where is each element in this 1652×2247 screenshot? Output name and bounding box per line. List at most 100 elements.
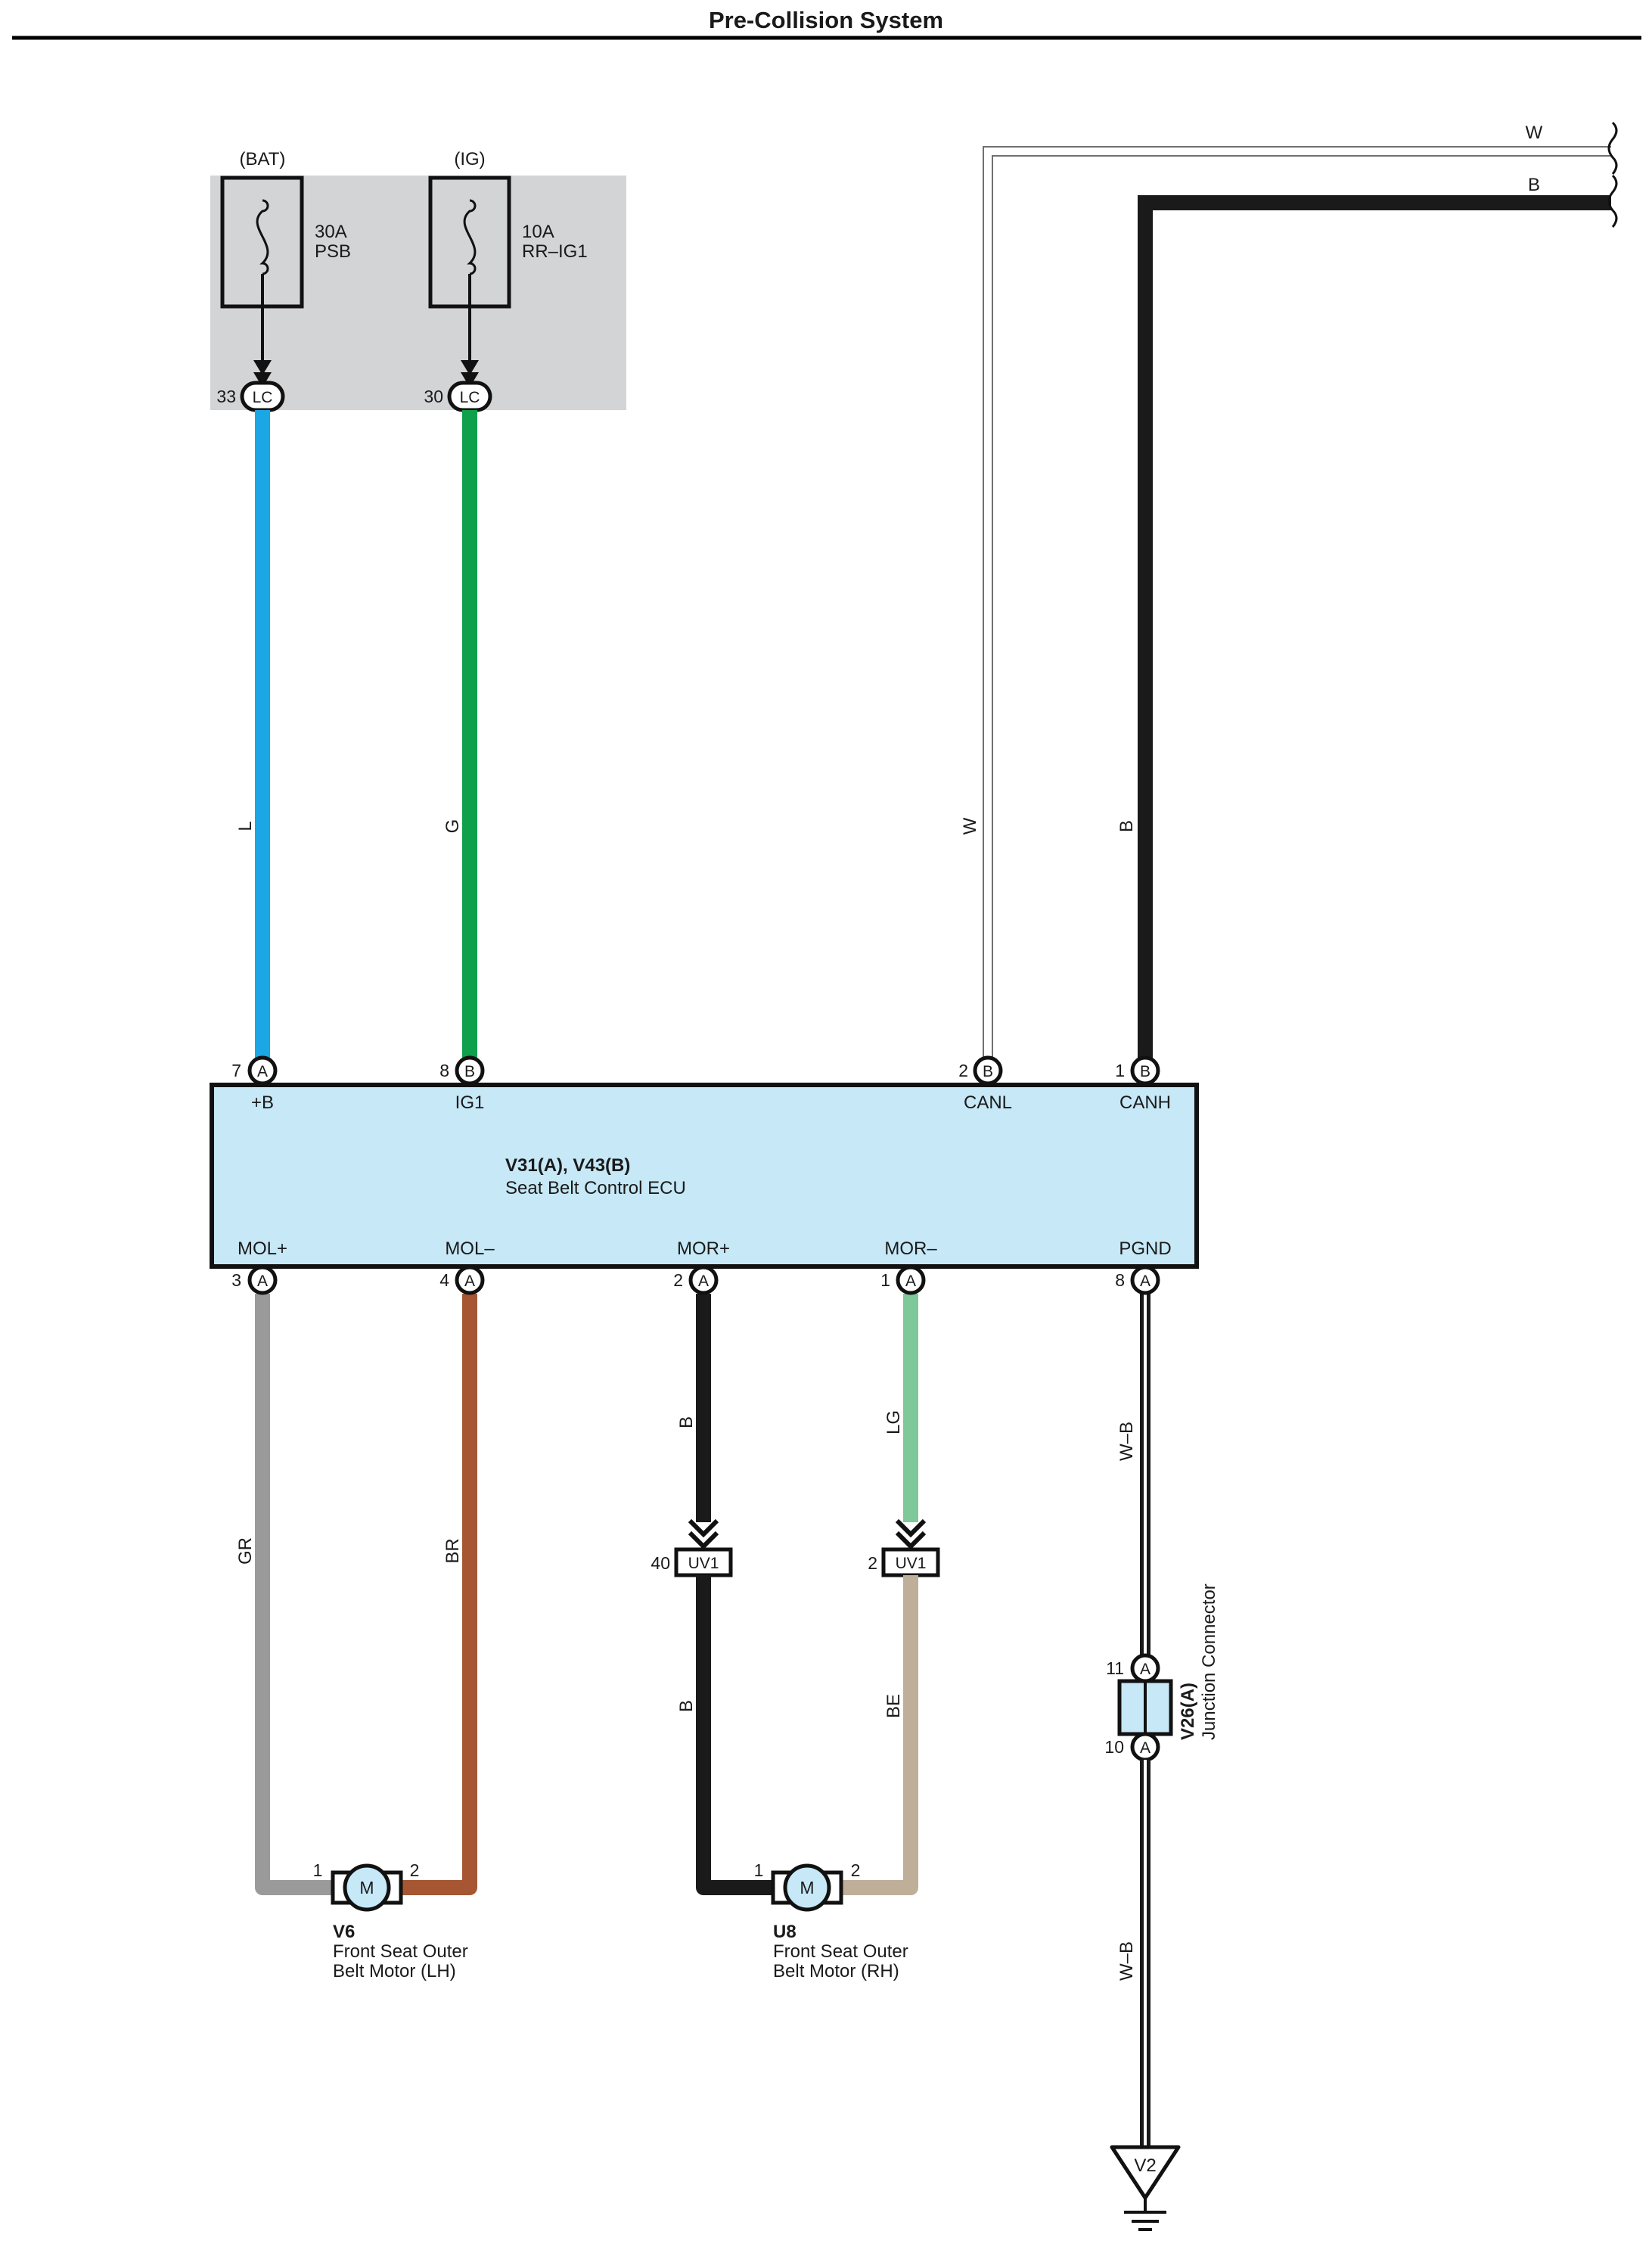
fuse-psb: (BAT) 30A PSB LC 33 [216,149,351,412]
motor-u8-pin-a: 1 [754,1860,764,1880]
terminal-label: +B [251,1092,274,1113]
connector-uv1-2-label: UV1 [896,1555,927,1572]
ecu-terminal-canl: B 2 CANL [958,1055,1012,1113]
wire-wb-upper-label: W–B [1116,1422,1137,1461]
wire-break-lower [1607,174,1618,228]
junction-pin-10-num: 10 [1104,1737,1124,1757]
motor-v6: M 1 2 V6 Front Seat Outer Belt Motor (LH… [313,1860,468,1981]
ecu-id: V31(A), V43(B) [505,1155,630,1176]
fuse-rr-ig1-supply: (IG) [454,149,485,169]
terminal-label: CANH [1119,1092,1171,1113]
wire-canl-w [983,146,1611,1059]
motor-u8-icon [783,1863,831,1912]
wire-be-label: BE [883,1694,904,1718]
motor-v6-icon [343,1863,391,1912]
wire-canh-label: B [1116,820,1137,832]
motor-v6-id: V6 [333,1922,355,1942]
terminal-pin: 1 [1115,1061,1125,1080]
connector-uv1-40: UV1 40 [651,1518,733,1577]
wire-canl-w-core [984,148,1611,1059]
terminal-label: CANL [964,1092,1012,1113]
terminal-conn: B [983,1063,993,1080]
page-title: Pre-Collision System [709,7,943,33]
junction-pin-11-conn: A [1140,1661,1150,1678]
wire-canh-b [1138,195,1611,1059]
fuse-rr-ig1-arrow [461,360,479,387]
terminal-pin: 8 [439,1061,449,1080]
terminal-circle [973,1055,1003,1086]
motor-u8-id: U8 [773,1922,796,1942]
terminal-pin: 4 [439,1270,449,1290]
fuse-psb-supply: (BAT) [240,149,286,169]
connector-uv1-2-pin: 2 [868,1553,877,1573]
ecu-terminal-mor-plus: A 2 [673,1265,719,1295]
terminal-conn: A [257,1063,268,1080]
wire-canl-label: W [960,817,980,834]
wire-gr-label: GR [235,1537,256,1565]
connector-uv1-40-arrow [688,1518,719,1550]
motor-v6-line1: Front Seat Outer [333,1941,468,1962]
ground-v2-triangle [1110,2145,1181,2200]
wire-b-mor-plus-label: B [676,1416,697,1428]
wire-g-label: G [442,819,463,834]
terminal-circle [1130,1055,1160,1086]
seat-belt-control-ecu [210,1083,1199,1269]
fuse-psb-icon [256,199,269,275]
terminal-circle [1130,1265,1160,1295]
motor-u8-line1: Front Seat Outer [773,1941,908,1962]
motor-u8-line2: Belt Motor (RH) [773,1961,899,1981]
terminal-circle [896,1265,926,1295]
connector-lc-30-pin: 30 [424,387,443,406]
terminal-pin: 7 [231,1061,241,1080]
terminal-label-pgnd: PGND [1119,1238,1171,1259]
wire-break-upper [1607,121,1618,175]
wire-l-label: L [235,821,256,831]
junction-id: V26(A) [1178,1683,1198,1740]
terminal-pin: 2 [673,1270,683,1290]
connector-lc-33-pin: 33 [216,387,236,406]
terminal-conn: A [1140,1273,1150,1290]
wire-lg-label: LG [883,1410,904,1434]
ground-v2-label: V2 [1134,2155,1156,2176]
terminal-pin: 8 [1115,1270,1125,1290]
terminal-conn: B [1140,1063,1150,1080]
terminal-label-mor-plus: MOR+ [677,1238,730,1259]
fuse-psb-name: PSB [315,241,351,262]
terminal-circle [688,1265,719,1295]
terminal-pin: 1 [880,1270,890,1290]
ecu-terminal-ig1: B 8 IG1 [439,1055,485,1113]
fuse-psb-rating: 30A [315,222,347,242]
motor-v6-pin-a: 1 [313,1860,323,1880]
terminal-conn: B [464,1063,475,1080]
motor-v6-symbol: M [359,1878,374,1897]
ground-v2: V2 [1110,2145,1181,2231]
fuse-box [210,176,626,410]
motor-u8-symbol: M [800,1878,814,1897]
terminal-label-mol-plus: MOL+ [238,1238,287,1259]
terminal-conn: A [905,1273,916,1290]
wire-gr [255,1294,337,1895]
wire-be [837,1575,918,1895]
fuse-rr-ig1-rating: 10A [522,222,554,242]
wire-br-label: BR [442,1538,463,1563]
fuse-rr-ig1-icon [463,199,477,275]
motor-u8: M 1 2 U8 Front Seat Outer Belt Motor (RH… [754,1860,908,1981]
terminal-pin: 2 [958,1061,968,1080]
junction-pin-10-conn: A [1140,1739,1150,1757]
connector-uv1-40-label: UV1 [688,1555,719,1572]
ecu-terminal-mor-minus: A 1 [880,1265,926,1295]
terminal-circle [455,1265,485,1295]
ecu-terminal-mol-plus: A 3 [231,1265,278,1295]
junction-name: Junction Connector [1199,1583,1219,1740]
wire-wb-lower-label: W–B [1116,1941,1137,1981]
ecu-terminal-pgnd: A 8 [1115,1265,1160,1295]
terminal-label: IG1 [455,1092,485,1113]
connector-uv1-40-pin: 40 [651,1553,670,1573]
connector-uv1-2: UV1 2 [868,1518,940,1577]
motor-v6-pin-b: 2 [410,1860,420,1880]
ecu-name: Seat Belt Control ECU [505,1178,686,1198]
terminal-conn: A [698,1273,709,1290]
connector-lc-33-label: LC [253,389,273,406]
wire-br [397,1294,477,1895]
